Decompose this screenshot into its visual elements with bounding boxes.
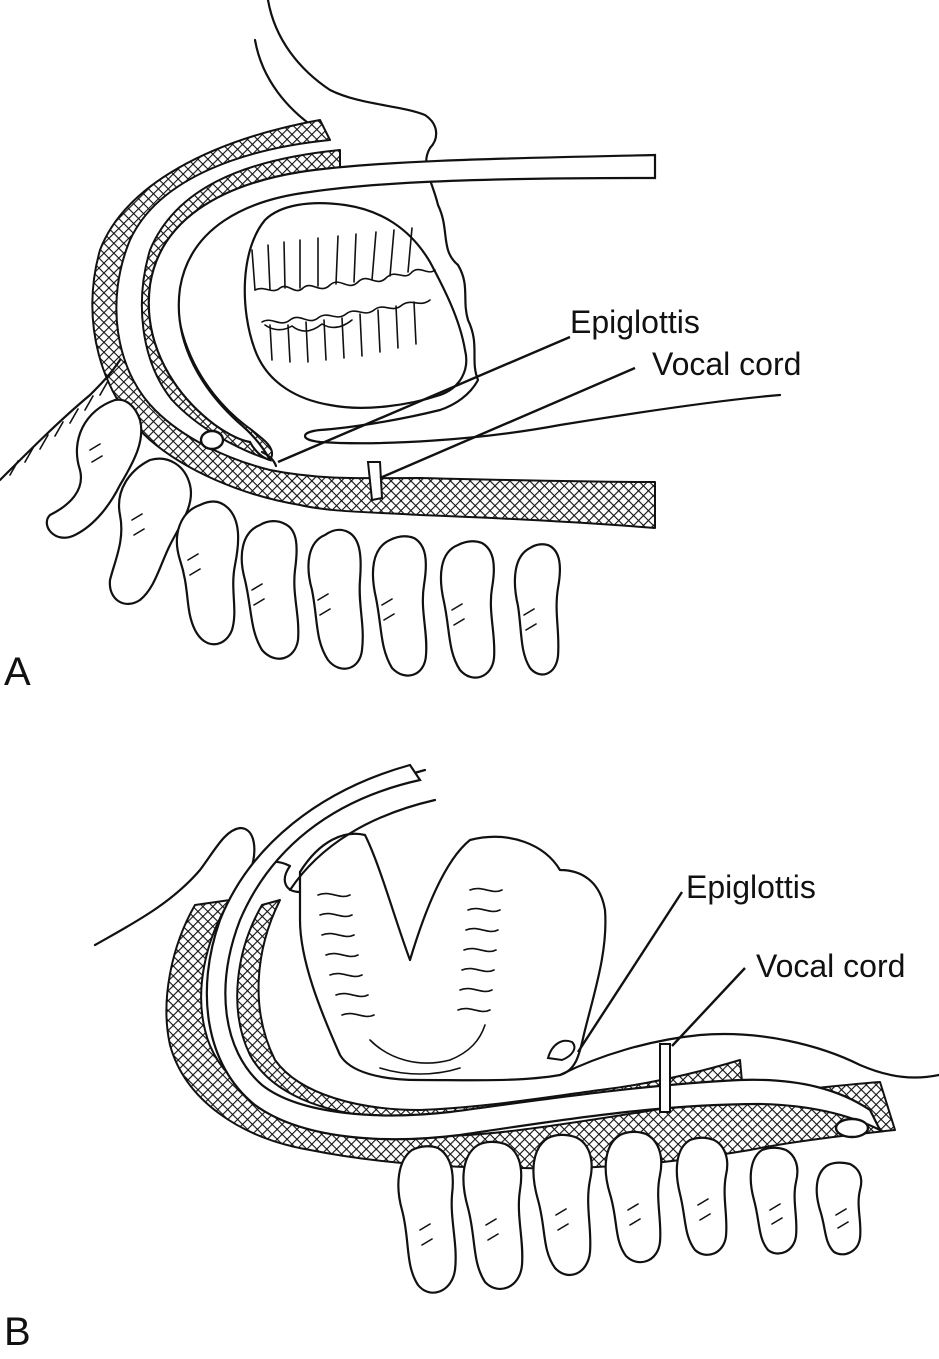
panel-letter-a: A [4, 650, 31, 694]
pharynx-tissue-a [91, 119, 656, 529]
panel-a: Epiglottis Vocal cord A [0, 0, 801, 694]
laryngoscope-blade-a [147, 153, 657, 462]
epiglottis-leader-b [576, 891, 684, 1053]
vocal-cord-leader-a [379, 366, 636, 480]
occiput-a [0, 358, 122, 482]
skull-outline-b [213, 768, 427, 967]
epiglottis-label-b: Epiglottis [686, 869, 816, 905]
blade-light-a [199, 429, 225, 451]
blade-light-b [834, 1117, 870, 1139]
neck-skin-b [558, 1032, 939, 1079]
vocal-cord-label-a: Vocal cord [652, 346, 801, 382]
epiglottis-a [260, 450, 278, 468]
laryngoscope-blade-b [205, 763, 883, 1141]
epiglottis-b [546, 1039, 576, 1062]
vocal-cord-leader-b [671, 967, 746, 1047]
vertebrae-b [397, 1130, 863, 1294]
face-profile-a [266, 0, 480, 412]
vocal-cord-a [366, 461, 384, 502]
vocal-cord-b [659, 1043, 671, 1113]
face-inner-a [253, 38, 320, 132]
pharynx-tissue-b [165, 899, 896, 1170]
teeth-a [251, 227, 436, 363]
epiglottis-leader-a [277, 335, 571, 464]
epiglottis-label-a: Epiglottis [570, 304, 700, 340]
oral-cavity-b [298, 832, 607, 1082]
neck-skin-a [303, 393, 782, 445]
vertebrae-a [45, 398, 561, 679]
vocal-cord-label-b: Vocal cord [756, 948, 905, 984]
panel-letter-b: B [4, 1310, 31, 1354]
teeth-b [317, 887, 503, 1075]
panel-b: Epiglottis Vocal cord B [4, 763, 939, 1354]
